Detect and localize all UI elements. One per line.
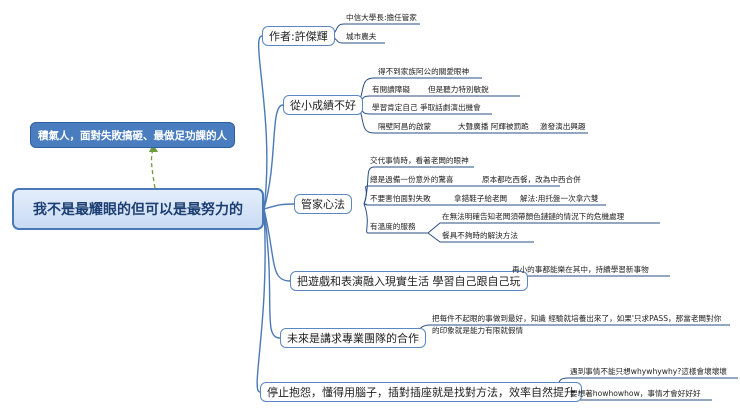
branch-stop-complaining[interactable]: 停止抱怨，懂得用腦子，插對插座就是找對方法，效率自然提升	[260, 382, 582, 402]
leaf-tableware[interactable]: 餐具不夠時的解決方法	[442, 231, 518, 240]
leaf-boss-eyes[interactable]: 交代事情時，看著老闆的眼神	[370, 156, 469, 165]
leaf-crisis-handling[interactable]: 在無法明確告知老闆須帶顏色鏈鏈的情況下的危機處理	[442, 212, 625, 221]
leaf-inspire[interactable]: 激發演出興趣	[540, 122, 586, 131]
main-connectors	[256, 35, 295, 393]
branch-team-future[interactable]: 未來是講求專業團隊的合作	[280, 328, 426, 348]
leaf-no-love[interactable]: 得不到家族阿公的關愛眼神	[378, 67, 470, 76]
float-link-arrow	[149, 144, 158, 152]
leaf-boss-impression[interactable]: 的印象就是能力有限就假情	[432, 326, 524, 335]
leaf-menu-change[interactable]: 原本都吃西餐，改為中西合併	[482, 175, 581, 184]
leaf-surprise[interactable]: 總是過備一份意外的驚喜	[370, 175, 454, 184]
leaf-enjoy-learning[interactable]: 再小的事都能樂在其中，持續學習新事物	[512, 265, 649, 274]
leaf-neighbor[interactable]: 隔壁阿昌的啟蒙	[378, 122, 432, 131]
leaf-hearing[interactable]: 但是聽力特別敏銳	[428, 85, 489, 94]
leaf-why[interactable]: 遇到事情不能只想whywhywhy?這樣會壞壞壞	[570, 367, 727, 376]
leaf-author-role[interactable]: 中信大學長:擔任管家	[346, 13, 417, 22]
branch-butler-method[interactable]: 管家心法	[294, 194, 352, 214]
float-link	[150, 149, 156, 189]
leaf-dyslexia[interactable]: 有閱讀障礙	[372, 85, 410, 94]
leaf-do-best[interactable]: 把每件不起眼的事做到最好，知識 經驗就培養出來了，如果'只求PASS，那當老闆對…	[432, 314, 722, 323]
leaf-self-affirm[interactable]: 學習肯定自己 爭取話劇演出機會	[372, 103, 481, 112]
leaf-broadcast[interactable]: 大聲廣播 阿輝被罰跪	[458, 122, 529, 131]
branch-poor-grades[interactable]: 從小成績不好	[283, 95, 363, 115]
leaf-tray-solution[interactable]: 解法:用托盤一次拿六雙	[520, 194, 599, 203]
leaf-how[interactable]: 要想著howhowhow，事情才會好好好	[570, 389, 701, 398]
leaf-wrong-shoes[interactable]: 拿錯鞋子給老闆	[454, 194, 508, 203]
leaf-no-fear[interactable]: 不要害怕面對失敗	[370, 194, 431, 203]
floating-topic[interactable]: 積氣人，面對失敗搞砸、最做足功課的人	[30, 122, 235, 148]
branch-author[interactable]: 作者:許傑輝	[262, 26, 335, 46]
root-topic[interactable]: 我不是最耀眼的但可以是最努力的	[12, 188, 264, 230]
leaf-warm-service[interactable]: 有溫度的服務	[370, 222, 416, 231]
leaf-author-farmer[interactable]: 城市農夫	[346, 32, 377, 41]
branch-play-life[interactable]: 把遊戲和表演融入現實生活 學習自己跟自己玩	[290, 271, 528, 291]
